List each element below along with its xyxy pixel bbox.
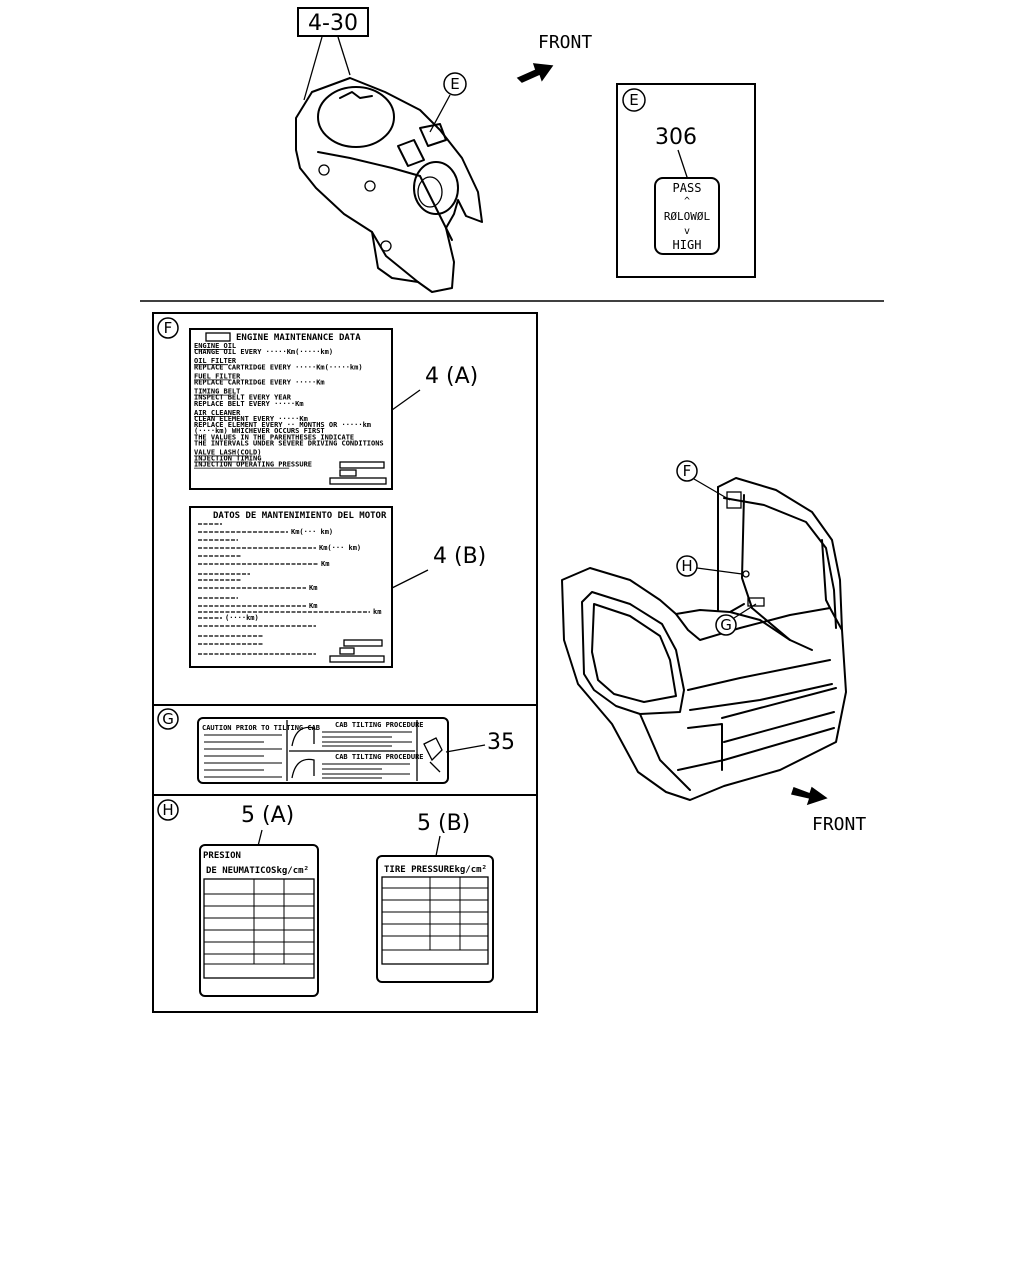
label-4b-unit: Km: [321, 560, 329, 568]
label-5a-line1: PRESION: [203, 851, 241, 861]
svg-text:v: v: [684, 226, 690, 237]
label-4a-line: REPLACE CARTRIDGE EVERY ·····Km(·····km): [194, 363, 363, 371]
label-4a-line: REPLACE BELT EVERY ·····Km: [194, 400, 304, 408]
label-4b-unit: Km(··· km): [291, 528, 333, 536]
front-arrow-icon-top: [516, 63, 554, 83]
section-g: G CAUTION PRIOR TO TILTING CAB CAB TILTI…: [157, 708, 515, 784]
label-5a: [199, 844, 319, 997]
ref-5b: 5 (B): [417, 811, 470, 836]
label-4a-line: CLEAN ELEMENT EVERY ·····Km: [194, 415, 308, 423]
label-4b-unit: Km(··· km): [319, 544, 361, 552]
label-4a-line: VALVE LASH(COLD): [194, 448, 261, 456]
front-label-bottom: FRONT: [812, 814, 866, 835]
label-4b-unit: (····km): [225, 614, 259, 622]
label-4a-line: THE VALUES IN THE PARENTHESES INDICATE: [194, 433, 354, 441]
ref-5a: 5 (A): [241, 803, 294, 828]
cab-callout-f: F: [683, 462, 692, 480]
ref-35: 35: [487, 730, 515, 755]
cab-callout-h: H: [681, 557, 692, 575]
label-4b-unit: Km: [309, 602, 317, 610]
front-label-top: FRONT: [538, 32, 592, 53]
cab-callout-g: G: [720, 616, 732, 634]
label-4a-line: REPLACE CARTRIDGE EVERY ·····Km: [194, 379, 325, 387]
label-4b-unit: Km: [309, 584, 317, 592]
callout-e-top-label: E: [450, 75, 459, 93]
label-4a-line: TIMING BELT: [194, 388, 240, 396]
ref-box-4-30: [297, 7, 369, 37]
ref-4b: 4 (B): [433, 544, 486, 569]
label-4a-line: CHANGE OIL EVERY ·····Km(·····km): [194, 348, 333, 356]
label-4a-line: ENGINE OIL: [194, 342, 236, 350]
switch-low: RØLOWØL: [664, 210, 711, 223]
label-4a-line: INJECTION TIMING: [194, 455, 261, 463]
combination-switch-drawing: 4-30 E: [295, 7, 483, 293]
labels-panel: [152, 312, 538, 1013]
label-4a-line: REPLACE ELEMENT EVERY ·· MONTHS OR ·····…: [194, 421, 371, 429]
section-f-label: F: [164, 319, 173, 337]
ref-306: 306: [655, 125, 697, 150]
switch-high: HIGH: [673, 238, 702, 252]
front-arrow-icon-bottom: [791, 786, 828, 806]
label-4a-line: THE INTERVALS UNDER SEVERE DRIVING CONDI…: [194, 439, 384, 447]
label-35-top-title: CAB TILTING PROCEDURE: [335, 721, 424, 729]
label-4a-line: (····km) WHICHEVER OCCURS FIRST: [194, 427, 325, 435]
label-4a-line: INJECTION OPERATING PRESSURE: [194, 461, 312, 469]
ref-4-30: 4-30: [308, 11, 358, 36]
label-4a-line: OIL FILTER: [194, 357, 237, 365]
callout-e-top: [443, 72, 467, 96]
label-4a-line: INSPECT BELT EVERY YEAR: [194, 394, 292, 402]
label-4b-title: DATOS DE MANTENIMIENTO DEL MOTOR: [213, 511, 387, 521]
section-h: H 5 (A) PRESION DE NEUMATICOSkg/cm² 5 (B…: [157, 799, 494, 997]
label-5a-line2: DE NEUMATICOSkg/cm²: [206, 866, 309, 876]
label-4a-line: AIR CLEANER: [194, 409, 241, 417]
svg-text:^: ^: [684, 196, 690, 207]
label-5b-line1: TIRE PRESSUREkg/cm²: [384, 865, 487, 875]
label-4b-unit: km: [373, 608, 381, 616]
section-f: F ENGINE MAINTENANCE DATA ENGINE OILCHAN…: [157, 317, 486, 668]
section-g-label: G: [162, 710, 174, 728]
label-35-bottom-title: CAB TILTING PROCEDURE: [335, 753, 424, 761]
dimmer-switch-label: [654, 177, 720, 255]
label-4a-title: ENGINE MAINTENANCE DATA: [236, 333, 361, 343]
detail-e-label: E: [629, 91, 638, 109]
detail-e-box: E 306 PASS ^ RØLOWØL v HIGH: [616, 83, 756, 278]
cab-drawing: F H G: [561, 460, 847, 801]
switch-pass: PASS: [673, 181, 702, 195]
ref-4a: 4 (A): [425, 364, 478, 389]
front-arrow-top: FRONT: [516, 32, 592, 83]
front-arrow-bottom: FRONT: [791, 786, 866, 835]
label-35-left-title: CAUTION PRIOR TO TILTING CAB: [202, 724, 320, 732]
label-4a-line: FUEL FILTER: [194, 372, 241, 380]
section-h-label: H: [162, 801, 173, 819]
